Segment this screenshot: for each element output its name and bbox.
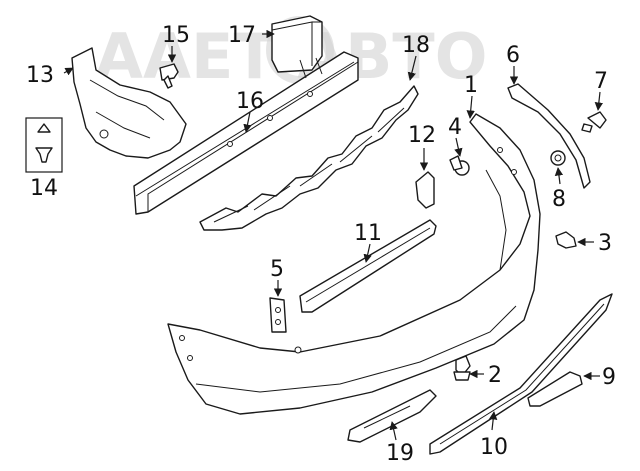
- callout-5: 5: [270, 257, 284, 282]
- part-8-grommet: [550, 150, 566, 166]
- part-17-bracket-box: [271, 15, 323, 79]
- part-4-clip: [449, 155, 470, 176]
- callout-2: 2: [488, 363, 502, 388]
- part-10-lower-moulding: [429, 293, 613, 455]
- callout-15: 15: [162, 23, 190, 48]
- callout-9: 9: [602, 365, 616, 390]
- part-5-bracket: [269, 297, 287, 333]
- callout-3: 3: [598, 231, 612, 256]
- part-11-garnish: [299, 219, 437, 313]
- part-1-bumper-cover: [167, 113, 541, 415]
- callout-8: 8: [552, 187, 566, 212]
- leader-lines: [63, 29, 604, 441]
- callout-7: 7: [594, 69, 608, 94]
- callout-12: 12: [408, 123, 436, 148]
- callout-1: 1: [464, 73, 478, 98]
- part-7-screw: [581, 111, 607, 133]
- part-6-side-bracket: [507, 83, 591, 189]
- callout-13: 13: [26, 63, 54, 88]
- part-2-clip: [453, 355, 471, 381]
- callout-numbers: 13 14 15 17 16 18 1 6 7 4 12 8 3 11 5 2 …: [26, 23, 616, 466]
- callout-10: 10: [480, 435, 508, 460]
- part-18-energy-absorber: [199, 85, 419, 231]
- part-15-bolt: [159, 63, 179, 89]
- callout-18: 18: [402, 33, 430, 58]
- callout-11: 11: [354, 221, 382, 246]
- callout-19: 19: [386, 441, 414, 466]
- callout-4: 4: [448, 115, 462, 140]
- part-9-garnish: [527, 371, 583, 407]
- callout-6: 6: [506, 43, 520, 68]
- part-12-bracket: [415, 171, 435, 209]
- callout-16: 16: [236, 89, 264, 114]
- part-3-bolt: [555, 231, 577, 249]
- callout-14: 14: [30, 176, 58, 201]
- callout-17: 17: [228, 23, 256, 48]
- part-13-splash-shield: [71, 47, 187, 159]
- part-14-clip: [25, 117, 63, 173]
- part-19-reflector: [347, 389, 437, 443]
